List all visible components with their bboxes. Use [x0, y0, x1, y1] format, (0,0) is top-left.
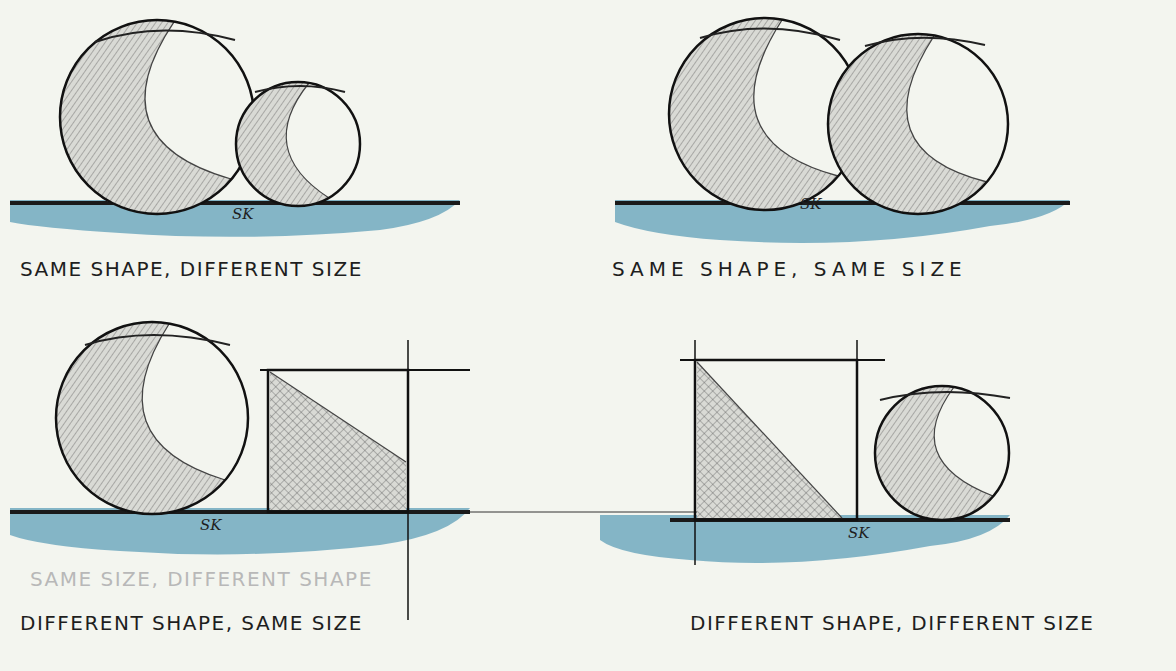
signature: SK — [800, 196, 821, 213]
panel-same-shape-different-size — [10, 20, 460, 237]
panel-different-shape-same-size — [10, 322, 760, 620]
caption: DIFFERENT SHAPE, DIFFERENT SIZE — [690, 612, 1094, 634]
caption: SAME SHAPE, DIFFERENT SIZE — [20, 258, 363, 280]
caption: DIFFERENT SHAPE, SAME SIZE — [20, 612, 363, 634]
signature: SK — [232, 206, 253, 223]
signature: SK — [200, 517, 221, 534]
faded-caption: SAME SIZE, DIFFERENT SHAPE — [30, 568, 373, 590]
signature: SK — [848, 525, 869, 542]
panel-same-shape-same-size — [615, 18, 1070, 243]
panel-different-shape-different-size — [600, 340, 1010, 565]
caption: SAME SHAPE, SAME SIZE — [612, 258, 967, 280]
